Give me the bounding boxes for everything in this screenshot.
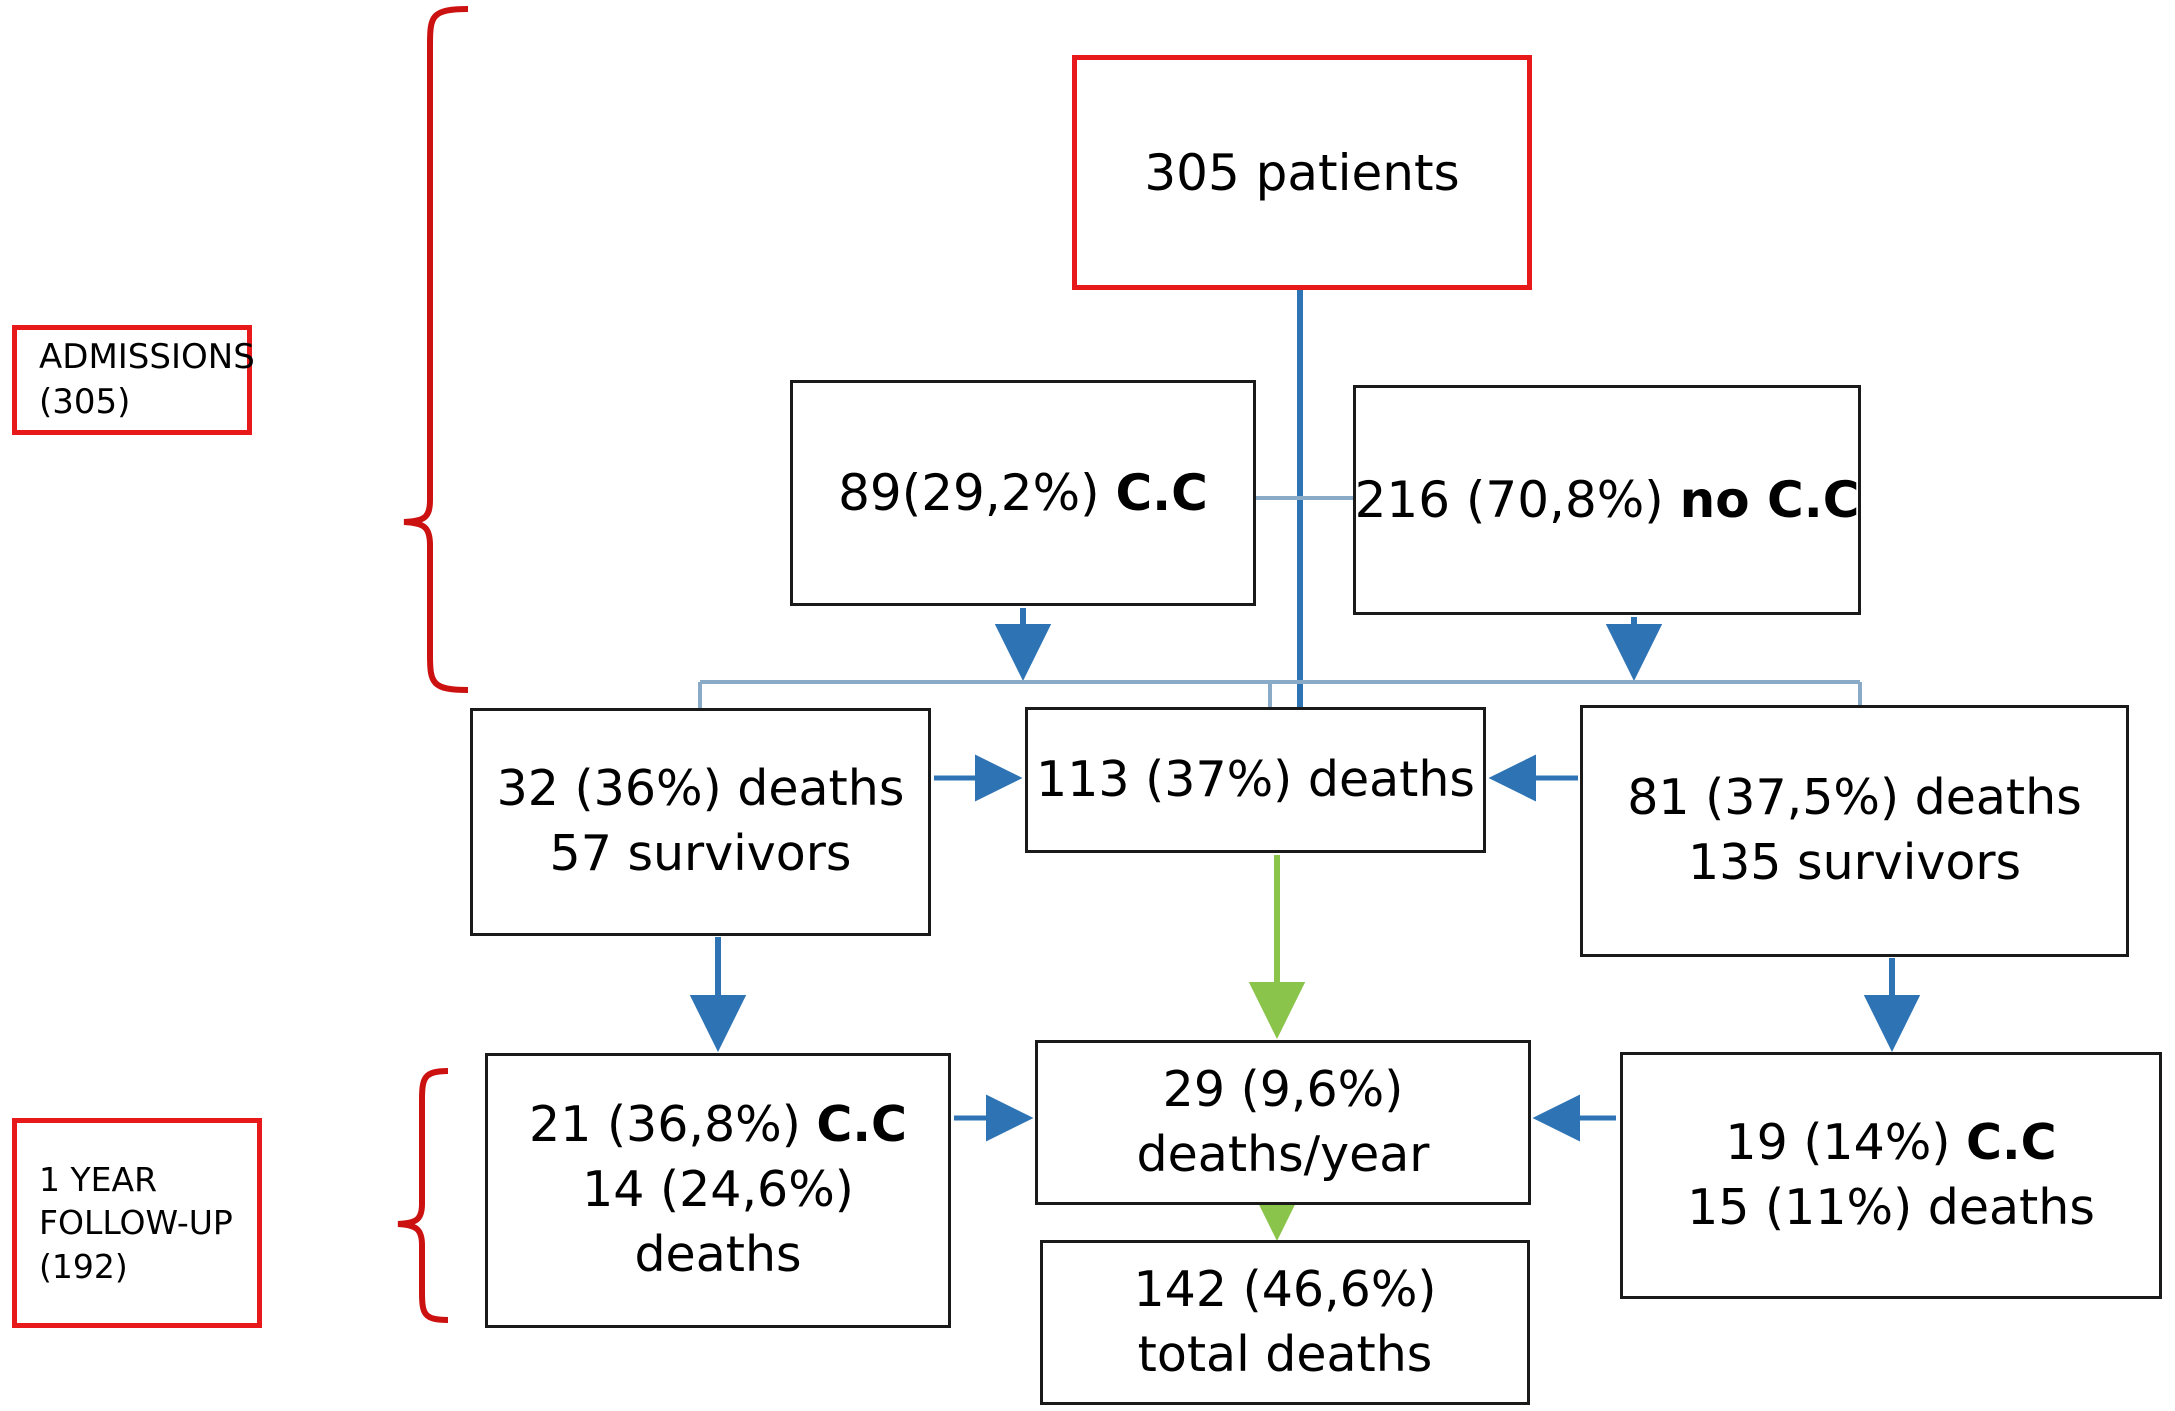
group-label-admissions: ADMISSIONS (305) (12, 325, 255, 435)
group-label-follow-up-line-1: FOLLOW-UP (39, 1203, 233, 1243)
group-label-admissions-line-1: (305) (39, 382, 131, 422)
node-305-patients: 305 patients (1072, 55, 1532, 290)
node-follow-up-cc-line-1: 14 (24,6%) (582, 1161, 854, 1219)
node-no-cc-group-line-0: 216 (70,8%) no C.C (1354, 471, 1860, 529)
node-deaths-per-year-line-0: 29 (9,6%) (1162, 1060, 1404, 1118)
group-label-admissions-line-0: ADMISSIONS (39, 337, 255, 378)
node-no-cc-outcome-line-0: 81 (37,5%) deaths (1627, 769, 2082, 827)
node-cc-outcome-line-0: 32 (36%) deaths (496, 760, 905, 818)
node-follow-up-no-cc-line-0: 19 (14%) C.C (1725, 1113, 2057, 1171)
node-total-deaths-line-0: 142 (46,6%) (1133, 1260, 1437, 1318)
node-cc-outcome: 32 (36%) deaths 57 survivors (470, 708, 931, 936)
brace-follow-up (397, 1068, 449, 1323)
node-cc-group-line-0: 89(29,2%) C.C (838, 464, 1208, 522)
node-total-deaths: 142 (46,6%) total deaths (1040, 1240, 1530, 1405)
node-follow-up-no-cc-line-1: 15 (11%) deaths (1687, 1178, 2095, 1236)
group-label-follow-up-line-0: 1 YEAR (39, 1159, 157, 1199)
node-no-cc-group: 216 (70,8%) no C.C (1353, 385, 1861, 615)
node-cc-group: 89(29,2%) C.C (790, 380, 1256, 606)
node-follow-up-cc-line-2: deaths (634, 1225, 802, 1283)
node-total-in-hospital-deaths: 113 (37%) deaths (1025, 707, 1486, 853)
node-total-in-hospital-deaths-line-0: 113 (37%) deaths (1036, 750, 1475, 808)
node-follow-up-no-cc: 19 (14%) C.C 15 (11%) deaths (1620, 1052, 2162, 1299)
node-total-deaths-line-1: total deaths (1137, 1325, 1433, 1383)
node-no-cc-outcome: 81 (37,5%) deaths 135 survivors (1580, 705, 2129, 957)
node-follow-up-cc-line-0: 21 (36,8%) C.C (529, 1096, 907, 1154)
group-label-follow-up-line-2: (192) (39, 1246, 128, 1286)
brace-admissions (403, 6, 469, 693)
node-follow-up-cc: 21 (36,8%) C.C 14 (24,6%) deaths (485, 1053, 951, 1328)
node-no-cc-outcome-line-1: 135 survivors (1687, 834, 2022, 891)
node-deaths-per-year: 29 (9,6%) deaths/year (1035, 1040, 1531, 1205)
group-label-follow-up: 1 YEAR FOLLOW-UP (192) (12, 1118, 262, 1328)
node-cc-outcome-line-1: 57 survivors (549, 825, 852, 882)
node-deaths-per-year-line-1: deaths/year (1136, 1125, 1430, 1183)
node-305-patients-line-0: 305 patients (1144, 143, 1460, 202)
